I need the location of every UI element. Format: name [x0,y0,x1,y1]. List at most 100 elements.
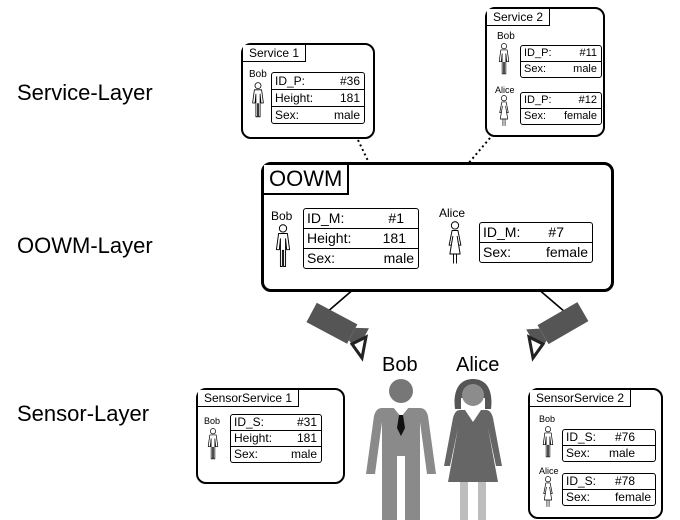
table-row: ID_S: #31 [231,415,321,431]
oowm-bob-name: Bob [271,209,293,223]
table-row: Sex: male [231,447,321,462]
table-row: Sex: male [272,107,364,123]
service1-box: Service 1 Bob ID_P: #36 Height: 181 Sex:… [241,43,375,139]
field-key: ID_M: [483,224,521,240]
service1-table: ID_P: #36 Height: 181 Sex: male [271,72,365,124]
table-row: ID_P: #12 [521,93,601,109]
field-key: Sex: [524,110,547,122]
table-row: Sex: female [521,109,601,124]
sensor2-alice-name: Alice [539,466,559,476]
right-camera-icon [526,302,589,362]
table-row: Sex: male [563,446,655,461]
service1-man-icon [249,82,267,118]
oowm-bob-table: ID_M: #1 Height: 181 Sex: male [303,208,419,269]
alice-person-icon [444,379,502,520]
table-row: ID_P: #11 [521,46,601,62]
field-key: ID_P: [524,47,552,59]
camera1-link [325,287,356,314]
field-key: ID_S: [566,430,597,444]
table-row: Sex: female [480,243,592,262]
field-key: Sex: [524,63,547,75]
table-row: ID_P: #36 [272,73,364,90]
table-row: ID_S: #76 [563,430,655,446]
camera2-link [536,287,566,313]
field-key: Sex: [234,447,259,461]
oowm-woman-icon [444,220,466,266]
field-key: ID_S: [234,415,265,429]
table-row: Sex: male [521,62,601,77]
field-value: male [383,250,414,266]
field-key: ID_P: [275,74,306,88]
table-row: Height: 181 [272,90,364,107]
table-row: Sex: male [304,249,418,268]
field-value: 181 [296,431,317,445]
field-value: male [608,446,635,460]
field-value: male [573,63,597,75]
field-value: #1 [388,210,404,226]
field-value: #36 [339,74,360,88]
field-key: ID_P: [524,94,552,106]
field-value: 181 [382,230,406,246]
oowm-box: OOWM Bob ID_M: #1 Height: 181 Sex: male … [261,162,614,292]
field-key: ID_S: [566,474,597,488]
service1-title: Service 1 [243,45,307,62]
sensor-layer-label: Sensor-Layer [17,401,150,426]
field-value: female [545,244,588,260]
service2-box: Service 2 Bob ID_P: #11 Sex: male Alice … [485,7,605,137]
service2-bob-name: Bob [497,31,515,42]
scene-bob-name: Bob [382,354,418,376]
field-key: ID_M: [307,210,345,226]
oowm-alice-name: Alice [439,206,466,220]
field-value: #31 [296,415,317,429]
field-key: Sex: [483,244,512,260]
field-value: #76 [614,430,635,444]
sensor1-man-icon [205,428,221,460]
scene-alice-name: Alice [456,354,500,376]
field-value: 181 [339,91,360,105]
service2-bob-table: ID_P: #11 Sex: male [520,45,602,78]
sensor1-title: SensorService 1 [198,390,300,407]
field-key: Sex: [566,490,591,504]
field-value: #7 [548,224,564,240]
service-layer-label: Service-Layer [17,80,153,105]
sensor2-bob-table: ID_S: #76 Sex: male [562,429,656,462]
service2-alice-name: Alice [495,85,515,95]
table-row: Height: 181 [304,229,418,249]
service2-alice-table: ID_P: #12 Sex: female [520,92,602,125]
field-value: #11 [579,47,597,59]
left-camera-icon [306,302,369,362]
oowm-title: OOWM [264,165,350,195]
service1-person-name: Bob [249,69,267,80]
field-key: Sex: [275,108,300,122]
field-key: Height: [307,230,352,246]
oowm-layer-label: OOWM-Layer [17,233,153,258]
table-row: Height: 181 [231,431,321,447]
bob-person-icon [366,379,436,520]
sensor2-man-icon [540,426,556,458]
field-value: female [614,490,651,504]
field-key: Height: [275,91,314,105]
field-value: female [563,110,597,122]
sensor1-box: SensorService 1 Bob ID_S: #31 Height: 18… [196,388,345,484]
sensor2-alice-table: ID_S: #78 Sex: female [562,473,656,506]
table-row: ID_M: #7 [480,223,592,243]
sensor2-bob-name: Bob [539,414,556,424]
sensor2-woman-icon [540,476,556,508]
field-key: Sex: [307,250,336,266]
sensor2-box: SensorService 2 Bob ID_S: #76 Sex: male … [528,388,663,519]
oowm-man-icon [272,223,294,269]
sensor2-title: SensorService 2 [530,390,632,407]
service2-title: Service 2 [487,9,551,26]
service2-woman-icon [496,95,512,127]
table-row: ID_M: #1 [304,209,418,229]
sensor1-table: ID_S: #31 Height: 181 Sex: male [230,414,322,463]
field-value: male [333,108,360,122]
field-key: Sex: [566,446,591,460]
field-value: #12 [578,94,597,106]
field-value: #78 [614,474,635,488]
table-row: Sex: female [563,490,655,505]
service2-man-icon [496,43,512,75]
sensor1-person-name: Bob [204,416,221,426]
field-key: Height: [234,431,273,445]
